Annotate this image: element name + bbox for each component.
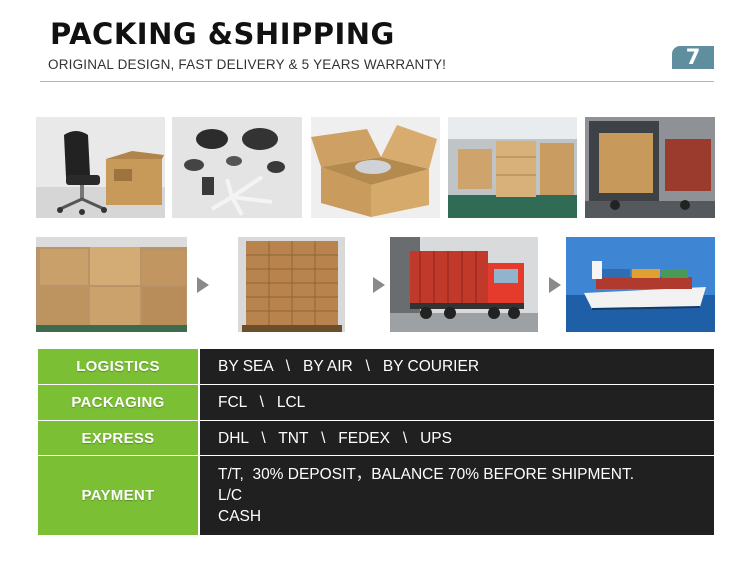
shipping-info-table: LOGISTICS BY SEA \ BY AIR \ BY COURIER P…	[38, 349, 714, 535]
payment-label: PAYMENT	[38, 456, 198, 535]
photo-container-loading	[585, 117, 715, 218]
packaging-value: FCL \ LCL	[200, 385, 714, 420]
express-value: DHL \ TNT \ FEDEX \ UPS	[200, 421, 714, 455]
logistics-value-line: BY SEA \ BY AIR \ BY COURIER	[218, 358, 480, 375]
photo-warehouse-pallets	[448, 117, 577, 218]
page-number-badge: 7	[672, 46, 714, 69]
packaging-value-line: FCL \ LCL	[218, 394, 306, 411]
arrow-right-icon	[549, 277, 561, 293]
page-subtitle: ORIGINAL DESIGN, FAST DELIVERY & 5 YEARS…	[48, 57, 447, 72]
photo-container-truck	[390, 237, 538, 332]
packaging-label: PACKAGING	[38, 385, 198, 420]
express-value-line: DHL \ TNT \ FEDEX \ UPS	[218, 429, 452, 447]
logistics-label: LOGISTICS	[38, 349, 198, 384]
payment-value-line: L/C	[218, 487, 243, 504]
payment-value-line: CASH	[218, 508, 262, 525]
header-divider	[40, 81, 714, 82]
photo-open-carton-box	[311, 117, 440, 218]
photo-chair-components	[172, 117, 302, 218]
payment-value-line: T/T, 30% DEPOSIT，BALANCE 70% BEFORE SHIP…	[218, 466, 635, 483]
photo-stacked-cartons	[36, 237, 187, 332]
logistics-value: BY SEA \ BY AIR \ BY COURIER	[200, 349, 714, 384]
photo-office-chair-with-box	[36, 117, 165, 218]
arrow-right-icon	[197, 277, 209, 293]
photo-cargo-ship	[566, 237, 715, 332]
page-title: PACKING &SHIPPING	[50, 17, 395, 51]
payment-value: T/T, 30% DEPOSIT，BALANCE 70% BEFORE SHIP…	[200, 456, 714, 535]
arrow-right-icon	[373, 277, 385, 293]
express-label: EXPRESS	[38, 421, 198, 455]
photo-pallet-wrapped	[238, 237, 345, 332]
